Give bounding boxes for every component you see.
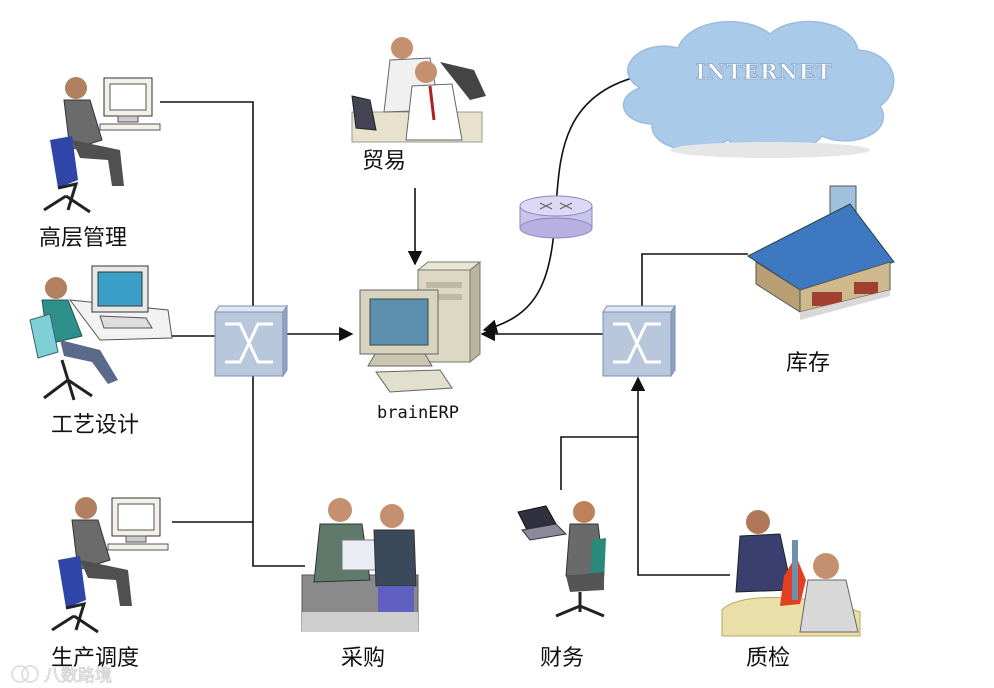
line-senior-management (160, 101, 254, 310)
production-scheduling-label: 生产调度 (51, 646, 139, 671)
senior-management-person-icon (43, 77, 161, 214)
process-design-person-icon (29, 265, 173, 401)
left-switch-icon (214, 304, 288, 378)
line-quality (630, 376, 730, 576)
server-label: brainERP (377, 403, 459, 423)
line-procurement (252, 376, 305, 567)
right-switch-icon (602, 304, 676, 378)
quality-inspection-people-icon (721, 510, 861, 637)
internet-label: INTERNET (696, 59, 833, 84)
quality-inspection-label: 质检 (746, 646, 790, 671)
finance-person-icon (517, 501, 606, 618)
server-icon (359, 260, 482, 393)
warehouse-icon (747, 185, 895, 320)
line-finance (560, 436, 638, 490)
production-scheduling-person-icon (51, 497, 169, 634)
connection-lines (160, 75, 748, 576)
line-inventory (641, 253, 748, 310)
internet-cloud: INTERNET (622, 20, 895, 158)
finance-label: 财务 (540, 646, 584, 671)
router-icon (519, 195, 593, 239)
trade-label: 贸易 (362, 149, 406, 174)
trade-people-icon (351, 37, 486, 143)
inventory-label: 库存 (786, 351, 830, 376)
watermark-text: 八数路境 (44, 666, 112, 686)
senior-management-label: 高层管理 (39, 226, 127, 251)
watermark: 八数路境 (11, 665, 112, 686)
process-design-label: 工艺设计 (51, 413, 139, 438)
procurement-people-icon (301, 498, 419, 632)
procurement-label: 采购 (341, 646, 385, 671)
